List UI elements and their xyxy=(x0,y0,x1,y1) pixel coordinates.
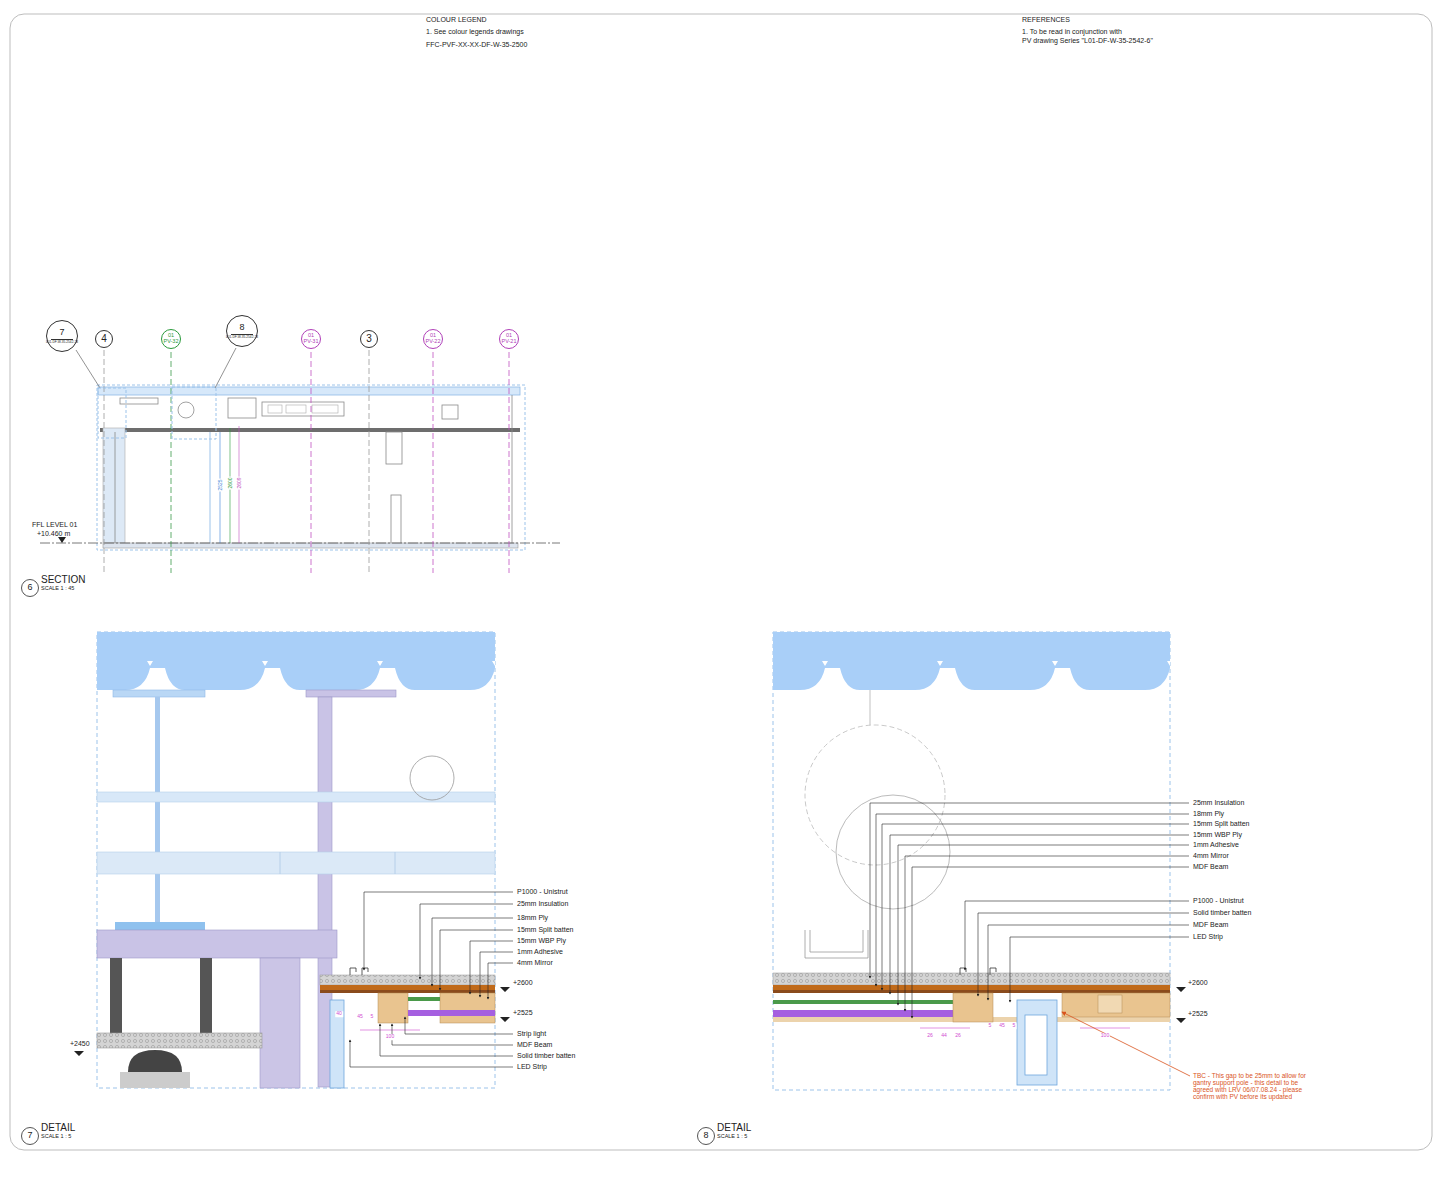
dimension-text: 100 xyxy=(1100,1033,1110,1039)
grid-bubble: 01PV-31 xyxy=(301,329,321,349)
dimension-text: 5 xyxy=(370,1014,375,1020)
dimension-text: 100 xyxy=(385,1034,395,1040)
drawing-scale: SCALE 1 : 5 xyxy=(717,1133,751,1139)
grid-bubble: 8L01-DF-W-35-2542-13 xyxy=(226,315,258,347)
label-text: MDF Beam xyxy=(517,1041,552,1049)
grid-reference: PV-31 xyxy=(304,339,319,345)
sheet-border xyxy=(10,14,1432,1150)
label-text: 1. See colour legends drawings xyxy=(426,28,524,36)
grid-reference: PV-21 xyxy=(502,339,517,345)
grid-reference: PV-22 xyxy=(426,339,441,345)
note-text: TBC - This gap to be 25mm to allow for g… xyxy=(1193,1072,1311,1101)
label-text: +2525 xyxy=(1188,1010,1208,1018)
label-text: 18mm Ply xyxy=(517,914,548,922)
label-text: 15mm Split batten xyxy=(1193,820,1249,828)
label-text: MDF Beam xyxy=(1193,863,1228,871)
grid-number: 3 xyxy=(366,334,372,345)
title-block: DETAILSCALE 1 : 5 xyxy=(717,1122,751,1139)
label-text: 1. To be read in conjunction with xyxy=(1022,28,1122,36)
label-text: +10.460 m xyxy=(37,530,70,538)
sheet-reference: L01-DF-W-35-2542-13 xyxy=(226,336,258,339)
callout-number: 7 xyxy=(51,328,72,339)
detail-title-marker: 8DETAILSCALE 1 : 5 xyxy=(697,1127,715,1145)
grid-reference: PV-32 xyxy=(164,339,179,345)
label-text: +2450 xyxy=(70,1040,90,1048)
dimension-text: 2609 xyxy=(237,476,243,489)
dimension-text: 45 xyxy=(998,1023,1006,1029)
label-text: MDF Beam xyxy=(1193,921,1228,929)
callout-number: 8 xyxy=(231,323,252,334)
dimension-text: 44 xyxy=(940,1033,948,1039)
label-text: 1mm Adhesive xyxy=(517,948,563,956)
callout-number: 8 xyxy=(703,1131,708,1140)
label-text: Strip light xyxy=(517,1030,546,1038)
label-text: FFC-PVF-XX-XX-DF-W-35-2500 xyxy=(426,41,527,49)
detail-8-drawing xyxy=(773,632,1190,1090)
section-drawing xyxy=(40,348,560,573)
grid-bubble: 01PV-21 xyxy=(499,329,519,349)
drawing-title: SECTION xyxy=(41,574,85,585)
drawing-scale: SCALE 1 : 45 xyxy=(41,585,85,591)
label-text: P1000 - Unistrut xyxy=(1193,897,1244,905)
label-text: 25mm Insulation xyxy=(517,900,568,908)
grid-number: 4 xyxy=(101,334,107,345)
label-text: 4mm Mirror xyxy=(517,959,553,967)
dimension-text: 26 xyxy=(926,1033,934,1039)
detail-title-marker: 6SECTIONSCALE 1 : 45 xyxy=(21,579,39,597)
label-text: COLOUR LEGEND xyxy=(426,16,487,24)
grid-bubble: 01PV-22 xyxy=(423,329,443,349)
grid-bubble: 4 xyxy=(95,330,113,348)
dimension-text: 5 xyxy=(988,1023,993,1029)
sheet-reference: L01-DF-W-35-2542-13 xyxy=(46,341,78,344)
dimension-text: 2525 xyxy=(218,478,224,491)
drawing-title: DETAIL xyxy=(41,1122,75,1133)
label-text: +2525 xyxy=(513,1009,533,1017)
callout-number: 6 xyxy=(27,583,32,592)
grid-bubble: 01PV-32 xyxy=(161,329,181,349)
label-text: PV drawing Series "L01-DF-W-35-2542-6" xyxy=(1022,37,1153,45)
title-block: DETAILSCALE 1 : 5 xyxy=(41,1122,75,1139)
label-text: 15mm WBP Ply xyxy=(1193,831,1242,839)
label-text: FFL LEVEL 01 xyxy=(32,521,77,529)
title-block: SECTIONSCALE 1 : 45 xyxy=(41,574,85,591)
label-text: 18mm Ply xyxy=(1193,810,1224,818)
label-text: LED Strip xyxy=(517,1063,547,1071)
callout-number: 7 xyxy=(27,1131,32,1140)
drawing-title: DETAIL xyxy=(717,1122,751,1133)
dimension-text: 26 xyxy=(954,1033,962,1039)
label-text: +2600 xyxy=(1188,979,1208,987)
dimension-text: 5 xyxy=(1012,1023,1017,1029)
label-text: 15mm WBP Ply xyxy=(517,937,566,945)
label-text: REFERENCES xyxy=(1022,16,1070,24)
drawing-scale: SCALE 1 : 5 xyxy=(41,1133,75,1139)
label-text: Solid timber batten xyxy=(1193,909,1251,917)
label-text: 4mm Mirror xyxy=(1193,852,1229,860)
label-text: Solid timber batten xyxy=(517,1052,575,1060)
detail-title-marker: 7DETAILSCALE 1 : 5 xyxy=(21,1127,39,1145)
label-text: 25mm Insulation xyxy=(1193,799,1244,807)
grid-bubble: 3 xyxy=(360,330,378,348)
detail-7-drawing xyxy=(74,632,513,1088)
label-text: LED Strip xyxy=(1193,933,1223,941)
dimension-text: 40 xyxy=(335,1011,343,1017)
label-text: 15mm Split batten xyxy=(517,926,573,934)
label-text: 1mm Adhesive xyxy=(1193,841,1239,849)
label-text: +2600 xyxy=(513,979,533,987)
dimension-text: 2600 xyxy=(228,476,234,489)
grid-bubble: 7L01-DF-W-35-2542-13 xyxy=(46,320,78,352)
dimension-text: 45 xyxy=(356,1014,364,1020)
label-text: P1000 - Unistrut xyxy=(517,888,568,896)
